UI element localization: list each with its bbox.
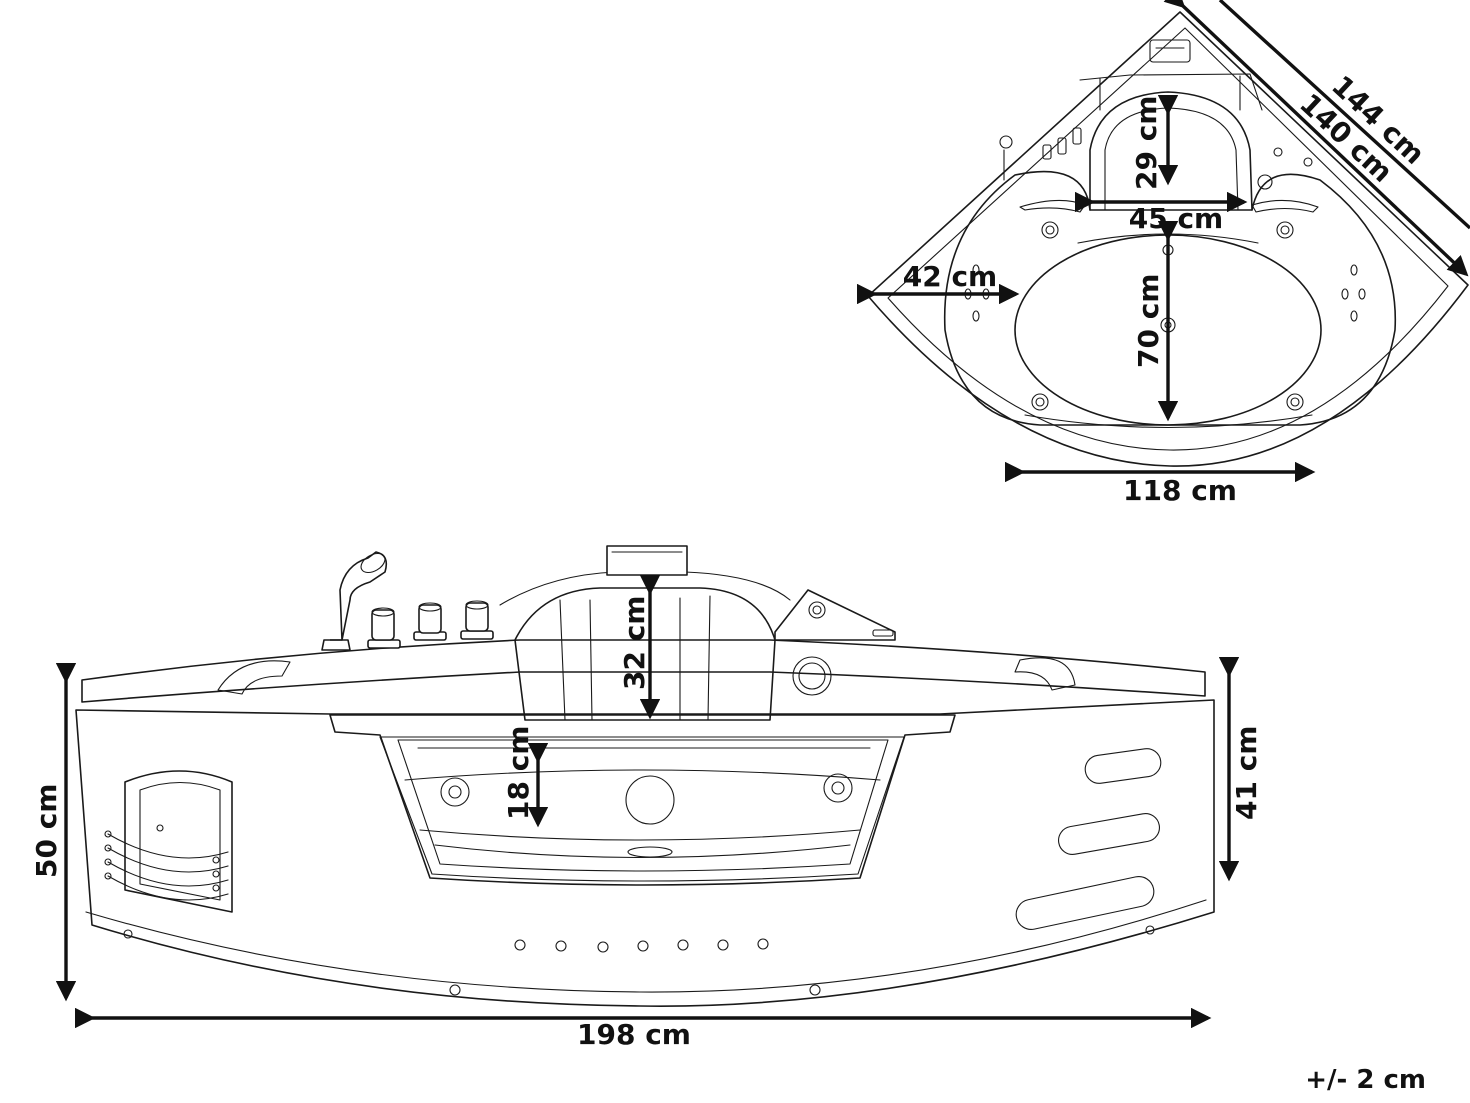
- headrest-pillow-icon: [1019, 199, 1086, 213]
- label-32cm: 32 cm: [618, 596, 651, 691]
- label-45cm: 45 cm: [1129, 202, 1224, 235]
- towel-rail-icon: [104, 770, 233, 913]
- label-29cm: 29 cm: [1130, 96, 1163, 191]
- label-18cm: 18 cm: [502, 726, 535, 821]
- top-waterfall: [1149, 39, 1191, 63]
- front-glass-window: [329, 714, 956, 886]
- label-41cm: 41 cm: [1230, 726, 1263, 821]
- front-backrest: [514, 587, 776, 721]
- dim-line-144: [1163, 0, 1469, 277]
- label-198cm: 198 cm: [577, 1018, 691, 1051]
- label-50cm: 50 cm: [30, 784, 63, 879]
- label-118cm: 118 cm: [1123, 474, 1237, 507]
- label-70cm: 70 cm: [1132, 274, 1165, 369]
- dim-line-140: [1218, 0, 1470, 230]
- hand-shower-icon: [321, 551, 388, 651]
- jet-nozzle-icon: [1031, 147, 1313, 411]
- label-42cm: 42 cm: [903, 260, 998, 293]
- tolerance-note: +/- 2 cm: [1305, 1065, 1426, 1095]
- hand-shower-icon: [999, 135, 1013, 181]
- faucet-knob-icon: [367, 600, 494, 649]
- front-view: [75, 545, 1215, 1007]
- front-waterfall: [606, 545, 688, 576]
- side-vents: [1015, 748, 1162, 930]
- dimension-lines: [55, 0, 1470, 1029]
- top-seat: [1089, 91, 1253, 211]
- front-pillow-right: [1014, 657, 1076, 691]
- front-pillow-left: [217, 660, 291, 695]
- front-skirt: [75, 699, 1215, 1007]
- dimension-labels: 144 cm 140 cm 29 cm 45 cm 42 cm 70 cm 11…: [30, 69, 1431, 1095]
- jet-nozzle-icon: [123, 925, 1155, 996]
- faucet-knob-icon: [1042, 127, 1082, 160]
